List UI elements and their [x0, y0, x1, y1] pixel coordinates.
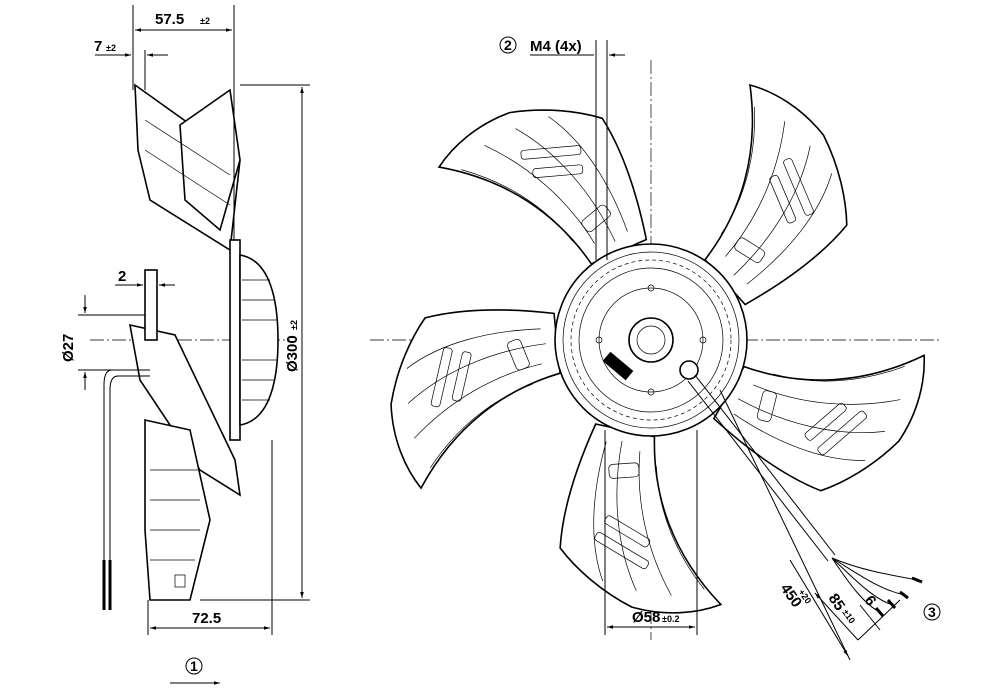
shaft-bore — [628, 317, 674, 363]
hub-logo — [602, 351, 634, 381]
dim-offset-tol: ±2 — [106, 43, 116, 53]
front-cable — [694, 374, 836, 556]
dim-width: 57.5 — [155, 11, 184, 28]
mount-label: M4 (4x) — [530, 38, 582, 55]
dim-wire-end: 6 — [861, 593, 880, 610]
side-motor — [239, 254, 279, 426]
side-blade-bottom — [144, 419, 211, 601]
dim-fan-dia: Ø300 — [284, 335, 301, 372]
dim-depth: 72.5 — [192, 610, 221, 627]
side-blade-mid — [128, 323, 242, 497]
dim-hub-dia-tol: ±0.2 — [662, 614, 679, 624]
mount-callout: 2 — [504, 37, 512, 53]
side-view: 57.5 ±2 7 ±2 2 Ø27 Ø300 ±2 72.5 1 — [60, 5, 310, 685]
mount-callout-circle — [499, 36, 517, 54]
airflow-callout-circle — [185, 657, 203, 675]
blade-4 — [543, 417, 762, 632]
side-flange — [229, 239, 241, 441]
dim-fan-dia-tol: ±2 — [289, 320, 299, 330]
dim-hub-dia: Ø58 — [632, 609, 660, 626]
impeller — [387, 67, 948, 632]
cable-callout-circle — [923, 603, 941, 621]
dim-width-tol: ±2 — [200, 16, 210, 26]
airflow-callout: 1 — [190, 658, 198, 674]
cable-callout: 3 — [928, 604, 936, 620]
side-shaft — [144, 269, 158, 341]
side-blade-top-back — [179, 88, 241, 232]
dim-strip-length: 85 — [825, 591, 848, 614]
dim-gap: 2 — [118, 268, 126, 285]
dim-shaft-dia: Ø27 — [60, 334, 77, 362]
front-view: 2 M4 (4x) Ø58 ±0.2 450 +20 85 ±10 6 3 — [370, 36, 948, 661]
dim-strip-length-tol: ±10 — [840, 607, 857, 625]
blade-5 — [387, 306, 565, 490]
cable-gland — [679, 360, 699, 380]
dim-offset: 7 — [94, 38, 102, 55]
